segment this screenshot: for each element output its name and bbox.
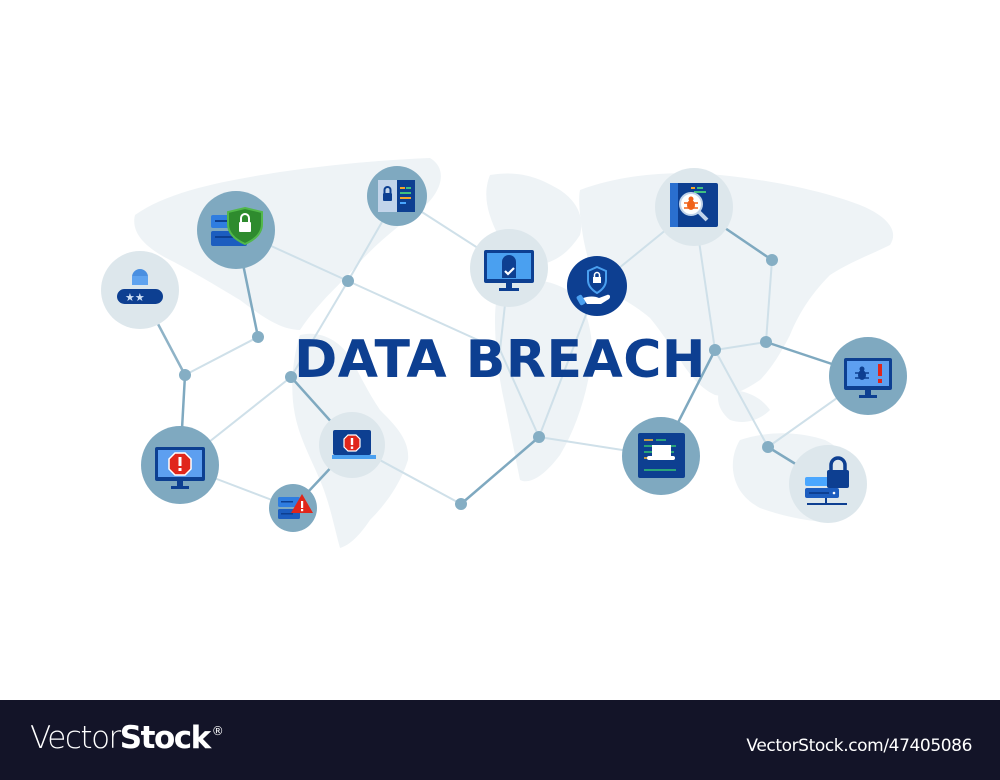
server-lock-icon <box>805 456 849 505</box>
junction-dots <box>179 254 778 510</box>
link-line <box>290 280 349 378</box>
junction-dot <box>342 275 354 287</box>
password-lock-node: ★★ <box>101 251 179 329</box>
junction-dot <box>533 431 545 443</box>
monitor-alert-icon <box>155 447 205 489</box>
monitor-alert-node <box>141 426 219 504</box>
network-illustration: ★★ <box>101 158 907 548</box>
laptop-alert-icon <box>332 430 376 459</box>
hacker-hat-icon <box>638 433 685 478</box>
locked-document-icon <box>378 180 415 212</box>
infected-monitor-node <box>829 337 907 415</box>
link-line <box>765 259 773 343</box>
password-lock-icon: ★★ <box>117 269 163 304</box>
laptop-alert-node <box>319 412 385 478</box>
footer-bar: VectorStock® VectorStock.com/47405086 <box>0 700 1000 780</box>
secure-server-shield-node <box>197 191 275 269</box>
logo-bold-text: Stock <box>119 720 211 756</box>
link-line <box>347 280 501 351</box>
junction-dot <box>766 254 778 266</box>
illustration: ★★ <box>101 158 907 548</box>
logo-light-text: Vector <box>30 720 121 756</box>
server-warning-node <box>269 484 317 532</box>
monitor-bug-alert-icon <box>844 358 892 398</box>
junction-dot <box>285 371 297 383</box>
junction-dot <box>179 369 191 381</box>
junction-dot <box>455 498 467 510</box>
junction-dot <box>252 331 264 343</box>
locked-document-node <box>367 166 427 226</box>
hand-shield-icon <box>576 265 611 306</box>
protection-hand-node <box>567 256 627 316</box>
hacker-hat-node <box>622 417 700 495</box>
locked-server-node <box>789 445 867 523</box>
registered-mark: ® <box>211 724 224 738</box>
server-warning-icon <box>278 494 313 519</box>
link-line <box>184 336 259 376</box>
junction-dot <box>762 441 774 453</box>
monitor-lock-check-icon <box>484 250 534 291</box>
svg-text:★★: ★★ <box>125 291 145 304</box>
page-title: DATA BREACH <box>294 330 706 390</box>
bug-search-icon <box>670 183 718 227</box>
secure-monitor-node <box>470 229 548 307</box>
link-line <box>714 341 767 351</box>
shield-lock-icon <box>211 206 263 246</box>
junction-dot <box>709 344 721 356</box>
junction-dot <box>760 336 772 348</box>
link-line <box>459 435 541 506</box>
stock-id-link[interactable]: VectorStock.com/47405086 <box>746 736 972 756</box>
link-line <box>714 349 769 448</box>
link-line <box>499 349 540 438</box>
bug-search-node <box>655 168 733 246</box>
vectorstock-logo: VectorStock® <box>30 720 224 756</box>
